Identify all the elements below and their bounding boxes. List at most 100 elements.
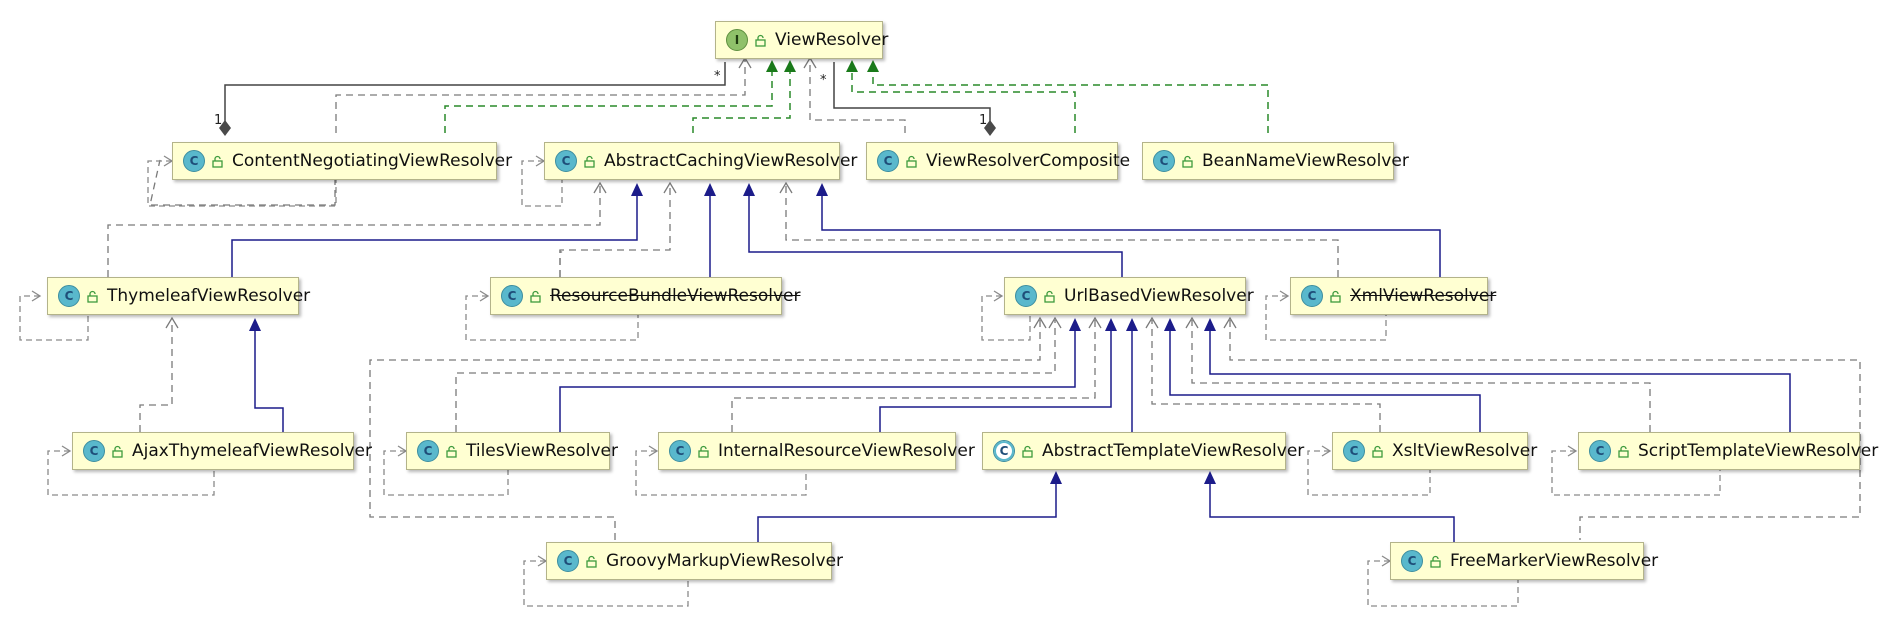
class-icon: C xyxy=(555,150,577,172)
node-label: ViewResolverComposite xyxy=(926,151,1131,171)
node-resource-bundle-view-resolver[interactable]: C ResourceBundleViewResolver xyxy=(490,277,800,315)
public-lock-icon xyxy=(1044,290,1055,303)
abstract-class-icon: C xyxy=(993,440,1015,462)
edge-vrc-implements xyxy=(851,67,1076,133)
aggregation-diamonds xyxy=(219,120,996,136)
extends-arrowheads-acvr xyxy=(631,183,828,196)
class-icon: C xyxy=(1015,285,1037,307)
node-thymeleaf-view-resolver[interactable]: C ThymeleafViewResolver xyxy=(47,277,310,315)
public-lock-icon xyxy=(755,34,766,47)
node-label: XmlViewResolver xyxy=(1350,286,1497,306)
class-icon: C xyxy=(501,285,523,307)
aggregation-edges xyxy=(224,62,991,133)
node-content-negotiating-view-resolver[interactable]: C ContentNegotiatingViewResolver xyxy=(172,142,512,180)
multiplicity-labels: 1 * * 1 xyxy=(214,69,987,128)
node-abstract-caching-view-resolver[interactable]: C AbstractCachingViewResolver xyxy=(544,142,857,180)
node-url-based-view-resolver[interactable]: C UrlBasedViewResolver xyxy=(1004,277,1254,315)
extends-edge-ajax xyxy=(254,325,284,432)
node-label: ThymeleafViewResolver xyxy=(107,286,311,306)
public-lock-icon xyxy=(212,155,223,168)
dependency-edges-ubvr xyxy=(369,320,1861,540)
class-icon: C xyxy=(58,285,80,307)
arrowhead xyxy=(867,60,879,72)
public-lock-icon xyxy=(446,445,457,458)
node-script-template-view-resolver[interactable]: C ScriptTemplateViewResolver xyxy=(1578,432,1878,470)
node-groovy-markup-view-resolver[interactable]: C GroovyMarkupViewResolver xyxy=(546,542,843,580)
implements-arrowheads xyxy=(766,60,879,72)
node-label: ResourceBundleViewResolver xyxy=(550,286,801,306)
node-label: AbstractTemplateViewResolver xyxy=(1042,441,1305,461)
node-xml-view-resolver[interactable]: C XmlViewResolver xyxy=(1290,277,1496,315)
edge-acvr-implements xyxy=(692,67,791,133)
arrowhead xyxy=(784,60,796,72)
arrowhead xyxy=(766,60,778,72)
node-label: XsltViewResolver xyxy=(1392,441,1538,461)
open-arrowheads-ubvr xyxy=(1033,316,1237,329)
node-label: BeanNameViewResolver xyxy=(1202,151,1409,171)
node-abstract-template-view-resolver[interactable]: C AbstractTemplateViewResolver xyxy=(982,432,1304,470)
node-label: ViewResolver xyxy=(775,30,889,50)
implements-edges xyxy=(444,67,1269,133)
public-lock-icon xyxy=(698,445,709,458)
public-lock-icon xyxy=(112,445,123,458)
public-lock-icon xyxy=(530,290,541,303)
node-free-marker-view-resolver[interactable]: C FreeMarkerViewResolver xyxy=(1390,542,1658,580)
node-label: AbstractCachingViewResolver xyxy=(604,151,858,171)
node-label: ContentNegotiatingViewResolver xyxy=(232,151,513,171)
node-tiles-view-resolver[interactable]: C TilesViewResolver xyxy=(406,432,618,470)
public-lock-icon xyxy=(586,555,597,568)
public-lock-icon xyxy=(906,155,917,168)
public-lock-icon xyxy=(1618,445,1629,458)
class-icon: C xyxy=(183,150,205,172)
node-label: UrlBasedViewResolver xyxy=(1064,286,1254,306)
class-icon: C xyxy=(1343,440,1365,462)
svg-text:*: * xyxy=(714,69,721,84)
public-lock-icon xyxy=(1330,290,1341,303)
public-lock-icon xyxy=(87,290,98,303)
node-view-resolver[interactable]: I ViewResolver xyxy=(715,21,888,59)
dependency-edges xyxy=(149,60,906,206)
class-icon: C xyxy=(557,550,579,572)
class-icon: C xyxy=(669,440,691,462)
self-loop-arrowheads xyxy=(31,155,1578,567)
node-view-resolver-composite[interactable]: C ViewResolverComposite xyxy=(866,142,1130,180)
class-icon: C xyxy=(417,440,439,462)
svg-text:1: 1 xyxy=(214,113,222,128)
extends-edges-acvr xyxy=(231,190,1441,277)
class-icon: C xyxy=(1589,440,1611,462)
class-icon: C xyxy=(83,440,105,462)
open-arrowheads xyxy=(738,56,817,69)
public-lock-icon xyxy=(1372,445,1383,458)
self-loops xyxy=(19,160,1721,607)
public-lock-icon xyxy=(1022,445,1033,458)
class-icon: C xyxy=(1401,550,1423,572)
extends-arrowheads-ubvr xyxy=(1069,318,1216,331)
svg-text:1: 1 xyxy=(979,113,987,128)
node-xslt-view-resolver[interactable]: C XsltViewResolver xyxy=(1332,432,1537,470)
node-label: GroovyMarkupViewResolver xyxy=(606,551,844,571)
extends-arrowheads-atvr xyxy=(1050,471,1216,484)
arrowhead xyxy=(846,60,858,72)
svg-text:*: * xyxy=(820,73,827,88)
node-label: ScriptTemplateViewResolver xyxy=(1638,441,1879,461)
class-icon: C xyxy=(877,150,899,172)
extends-edges-ubvr xyxy=(559,325,1791,432)
node-label: FreeMarkerViewResolver xyxy=(1450,551,1659,571)
arrowhead xyxy=(249,318,261,331)
node-label: TilesViewResolver xyxy=(466,441,618,461)
class-icon: C xyxy=(1153,150,1175,172)
dependency-edges-acvr xyxy=(107,185,1339,277)
edge-cnvr-implements xyxy=(444,67,773,133)
interface-icon: I xyxy=(726,29,748,51)
node-ajax-thymeleaf-view-resolver[interactable]: C AjaxThymeleafViewResolver xyxy=(72,432,372,470)
node-label: AjaxThymeleafViewResolver xyxy=(132,441,372,461)
public-lock-icon xyxy=(1430,555,1441,568)
node-internal-resource-view-resolver[interactable]: C InternalResourceViewResolver xyxy=(658,432,975,470)
edge-bnvr-implements xyxy=(872,67,1269,133)
public-lock-icon xyxy=(584,155,595,168)
class-icon: C xyxy=(1301,285,1323,307)
open-arrowheads-acvr xyxy=(593,181,793,194)
public-lock-icon xyxy=(1182,155,1193,168)
node-bean-name-view-resolver[interactable]: C BeanNameViewResolver xyxy=(1142,142,1409,180)
